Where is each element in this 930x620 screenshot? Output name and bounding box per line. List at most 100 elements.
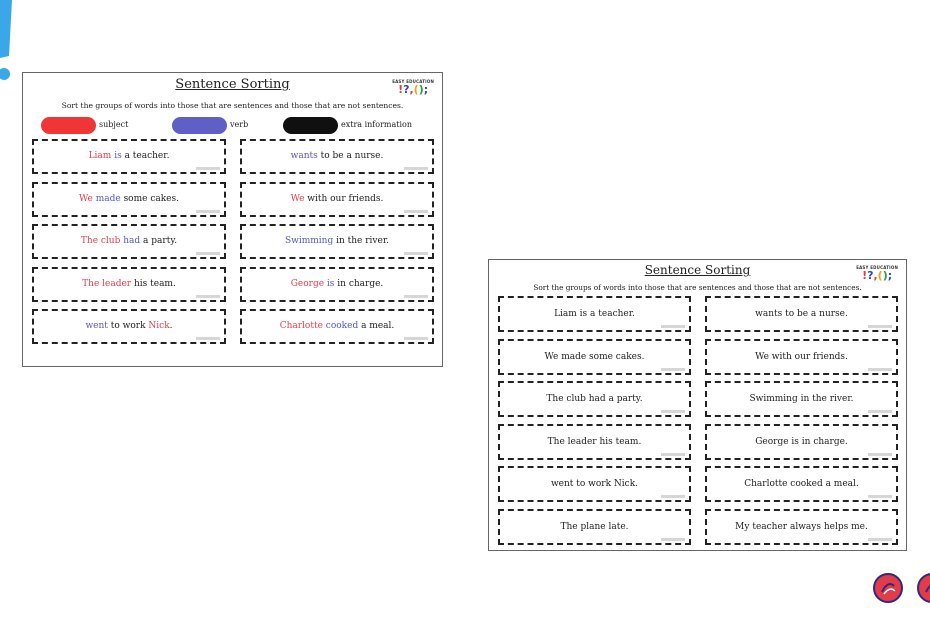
verb-words: is bbox=[114, 151, 122, 161]
subject-words: Nick bbox=[148, 321, 170, 331]
worksheet-preview-plain[interactable]: Sentence Sorting EASY EDUCATION !?,(); S… bbox=[488, 259, 907, 551]
subject-words: The leader bbox=[82, 278, 132, 289]
logo-glyphs: !?,(); bbox=[398, 83, 429, 96]
sentence-card[interactable]: The plane late. bbox=[498, 509, 691, 545]
sentence-card[interactable]: Swimming in the river. bbox=[705, 381, 898, 418]
card-text: some cakes. bbox=[120, 193, 179, 204]
card-footer-mark bbox=[196, 337, 220, 340]
easy-education-logo: EASY EDUCATION !?,(); bbox=[856, 266, 898, 282]
card-footer-mark bbox=[661, 538, 685, 541]
card-text: a party. bbox=[140, 236, 178, 246]
card-text: his team. bbox=[131, 278, 176, 289]
worksheet-instructions: Sort the groups of words into those that… bbox=[61, 101, 404, 110]
card-footer-mark bbox=[661, 495, 685, 499]
subject-words: We bbox=[290, 193, 305, 204]
decorative-exclamation-icon bbox=[0, 0, 12, 80]
sentence-card[interactable]: We with our friends. bbox=[705, 338, 898, 375]
prev-slide-icon bbox=[881, 583, 896, 595]
card-footer-mark bbox=[868, 538, 892, 541]
subject-words: We bbox=[78, 193, 93, 204]
legend-swatch-extra-information bbox=[283, 117, 338, 134]
card-footer-mark bbox=[868, 367, 892, 371]
card-text: The club had a party. bbox=[546, 394, 643, 405]
card-text: a meal. bbox=[358, 321, 395, 331]
card-footer-mark bbox=[868, 410, 892, 414]
card-text: a teacher. bbox=[121, 151, 170, 161]
easy-education-logo: EASY EDUCATION !?,(); bbox=[392, 79, 434, 96]
sentence-card[interactable]: Charlotte cooked a meal. bbox=[705, 466, 898, 503]
next-slide-icon bbox=[925, 584, 930, 593]
card-footer-mark bbox=[404, 167, 428, 170]
legend-label-extra-information: extra information bbox=[341, 120, 413, 129]
card-footer-mark bbox=[404, 337, 428, 340]
card-text: in the river. bbox=[333, 236, 390, 246]
card-footer-mark bbox=[404, 252, 428, 255]
sentence-card[interactable]: Swimming in the river. bbox=[240, 224, 434, 259]
sentence-card[interactable]: wants to be a nurse. bbox=[705, 296, 898, 332]
sentence-card[interactable]: We made some cakes. bbox=[498, 338, 691, 375]
sentence-card[interactable]: My teacher always helps me. bbox=[705, 509, 898, 545]
worksheet-title: Sentence Sorting bbox=[644, 263, 751, 277]
sentence-card[interactable]: The leader his team. bbox=[32, 266, 226, 302]
card-text: in charge. bbox=[334, 278, 384, 289]
sentence-card[interactable]: wants to be a nurse. bbox=[240, 139, 434, 174]
card-text: went to work Nick. bbox=[550, 479, 639, 490]
card-footer-mark bbox=[196, 252, 220, 255]
next-slide-button[interactable] bbox=[917, 573, 930, 603]
card-text: to be a nurse. bbox=[317, 151, 384, 161]
sentence-card[interactable]: The club had a party. bbox=[32, 224, 226, 259]
card-text: wants to be a nurse. bbox=[755, 309, 848, 319]
card-text: The leader his team. bbox=[547, 436, 642, 447]
card-text: . bbox=[169, 321, 173, 331]
subject-words: The club bbox=[80, 236, 121, 246]
sentence-card[interactable]: went to work Nick. bbox=[32, 309, 226, 344]
subject-words: Charlotte bbox=[279, 321, 323, 331]
worksheet-title: Sentence Sorting bbox=[175, 77, 290, 92]
worksheet-instructions: Sort the groups of words into those that… bbox=[533, 283, 862, 292]
sentence-card[interactable]: George is in charge. bbox=[240, 266, 434, 302]
verb-words: is bbox=[326, 278, 335, 289]
legend-label-verb: verb bbox=[230, 120, 249, 129]
prev-slide-button[interactable] bbox=[873, 573, 903, 603]
card-footer-mark bbox=[661, 367, 685, 371]
card-footer-mark bbox=[868, 452, 892, 456]
sentence-card[interactable]: We with our friends. bbox=[240, 181, 434, 217]
card-text: to work bbox=[107, 321, 149, 331]
verb-words: Swimming bbox=[284, 236, 334, 246]
card-footer-mark bbox=[196, 294, 220, 298]
card-text: George is in charge. bbox=[755, 436, 848, 447]
card-text: My teacher always helps me. bbox=[735, 522, 868, 532]
sentence-card[interactable]: Liam is a teacher. bbox=[32, 139, 226, 174]
logo-label: EASY EDUCATION bbox=[392, 79, 434, 84]
subject-words: George bbox=[290, 278, 325, 289]
verb-words: went bbox=[85, 321, 108, 331]
card-text: We made some cakes. bbox=[544, 351, 645, 362]
card-footer-mark bbox=[196, 209, 220, 213]
legend-swatch-verb bbox=[172, 117, 227, 134]
card-text: Liam is a teacher. bbox=[554, 309, 635, 319]
card-footer-mark bbox=[404, 294, 428, 298]
card-footer-mark bbox=[868, 495, 892, 499]
legend-label-subject: subject bbox=[99, 120, 129, 129]
card-footer-mark bbox=[196, 167, 220, 170]
sentence-card[interactable]: Liam is a teacher. bbox=[498, 296, 691, 332]
legend-swatch-subject bbox=[41, 117, 96, 134]
card-footer-mark bbox=[868, 325, 892, 328]
sentence-card[interactable]: George is in charge. bbox=[705, 423, 898, 460]
sentence-card[interactable]: went to work Nick. bbox=[498, 466, 691, 503]
sentence-card[interactable]: Charlotte cooked a meal. bbox=[240, 309, 434, 344]
verb-words: cooked bbox=[325, 321, 359, 331]
verb-words: had bbox=[123, 236, 141, 246]
sentence-card[interactable]: We made some cakes. bbox=[32, 181, 226, 217]
color-legend: subject verb extra information bbox=[41, 117, 424, 135]
worksheet-preview-color[interactable]: Sentence Sorting EASY EDUCATION !?,(); S… bbox=[22, 72, 443, 367]
verb-words: wants bbox=[290, 151, 318, 161]
subject-words: Liam bbox=[88, 151, 112, 161]
card-footer-mark bbox=[661, 410, 685, 414]
logo-glyphs: !?,(); bbox=[862, 269, 893, 282]
verb-words: made bbox=[95, 193, 121, 204]
sentence-card[interactable]: The club had a party. bbox=[498, 381, 691, 418]
card-footer-mark bbox=[404, 209, 428, 213]
sentence-card[interactable]: The leader his team. bbox=[498, 423, 691, 460]
card-footer-mark bbox=[661, 325, 685, 328]
